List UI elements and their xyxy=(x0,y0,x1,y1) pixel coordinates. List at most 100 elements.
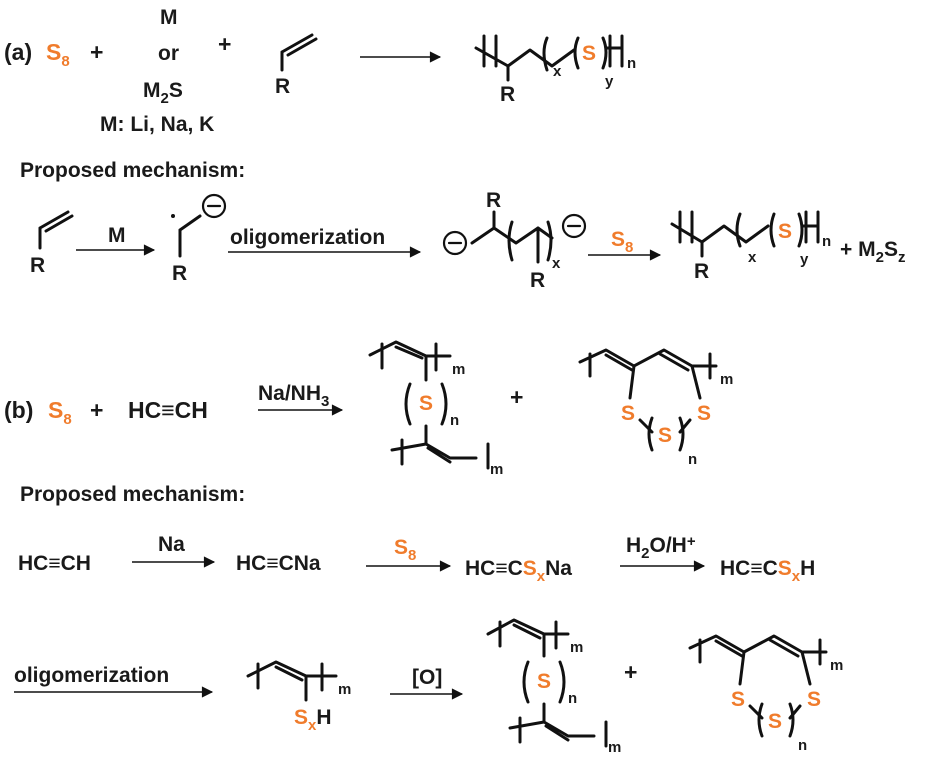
subscript-x: x xyxy=(552,255,561,272)
polysulfide-copolymer: R x S y n xyxy=(474,34,636,106)
anion-charge xyxy=(201,193,227,219)
metal-sulfide-label: M2S xyxy=(143,79,183,107)
reagent-label: Na/NH3 xyxy=(258,382,329,410)
radical-dot xyxy=(171,214,175,218)
paren-open xyxy=(757,702,764,738)
oligomer-chain xyxy=(470,226,554,245)
sulfur-bonds xyxy=(628,364,702,400)
lower-chain xyxy=(424,424,478,464)
plus-sign: + xyxy=(624,659,637,685)
brackets xyxy=(698,638,822,666)
or-label: or xyxy=(158,42,179,65)
paren-close xyxy=(440,382,448,426)
sulfide-intermediate: HC≡CSxNa xyxy=(465,557,572,585)
subscript-m: m xyxy=(720,371,733,388)
r-group: R xyxy=(275,75,290,98)
mechanism-title-b: Proposed mechanism: xyxy=(20,483,245,506)
part-b-reaction: (b) S8 + HC≡CH Na/NH3 m S n m + m S S xyxy=(4,340,733,478)
r-group: R xyxy=(486,189,501,212)
acetylene-label: HC≡CH xyxy=(128,397,208,423)
subscript-n: n xyxy=(798,737,807,754)
right-bracket xyxy=(800,210,820,244)
sulfur-reactant: S8 xyxy=(48,397,72,428)
paren-open xyxy=(507,220,514,262)
plus-sign: + xyxy=(218,31,231,57)
r-group: R xyxy=(30,254,45,277)
radical-anion xyxy=(178,214,202,258)
sulfur-reactant: S8 xyxy=(46,39,70,70)
paren-close xyxy=(788,702,795,738)
sulfur-atom: S xyxy=(768,710,782,733)
subscript-m: m xyxy=(608,739,621,756)
anion-charge xyxy=(442,230,468,256)
part-b-mechanism: HC≡CH Na HC≡CNa S8 HC≡CSxNa H2O/H+ HC≡CS… xyxy=(14,533,843,756)
paren-close xyxy=(678,416,685,452)
paren-close xyxy=(558,660,566,704)
oligomerization-label: oligomerization xyxy=(14,664,169,687)
sulfur-atom: S xyxy=(537,670,551,693)
thiol-group: SxH xyxy=(294,706,332,734)
paren-open xyxy=(404,382,412,426)
part-a-label: (a) xyxy=(4,39,32,65)
sulfur-atom: S xyxy=(621,402,635,425)
paren-close xyxy=(546,220,553,262)
subscript-m: m xyxy=(570,639,583,656)
paren-open xyxy=(769,212,776,248)
brackets xyxy=(498,620,558,658)
polymer-backbone xyxy=(474,46,576,68)
subscript-x: x xyxy=(553,63,562,80)
part-b-label: (b) xyxy=(4,397,33,423)
r-group: R xyxy=(500,83,515,106)
part-a-reaction: (a) S8 + M or M2S M: Li, Na, K + R R x S… xyxy=(4,6,636,136)
subscript-m: m xyxy=(338,681,351,698)
alkene-monomer xyxy=(38,210,74,250)
right-bracket xyxy=(604,34,624,68)
thiol-intermediate: HC≡CSxH xyxy=(720,557,815,585)
paren-open xyxy=(522,660,530,704)
subscript-x: x xyxy=(748,249,757,266)
sulfur-atom: S xyxy=(658,424,672,447)
paren-close xyxy=(601,36,608,70)
reagent-label: Na xyxy=(158,533,185,556)
alkene-monomer xyxy=(280,33,318,72)
subscript-m: m xyxy=(830,657,843,674)
subscript-y: y xyxy=(800,251,809,268)
anion-charge xyxy=(561,213,587,239)
sodium-acetylide-label: HC≡CNa xyxy=(236,552,321,575)
paren-open xyxy=(542,36,549,72)
brackets xyxy=(588,352,712,380)
part-a-mechanism: R M R oligomerization R x R S8 R x xyxy=(30,189,905,292)
conjugated-backbone xyxy=(578,348,718,372)
subscript-m: m xyxy=(452,361,465,378)
subscript-n: n xyxy=(688,451,697,468)
oxidant-label: [O] xyxy=(412,666,442,689)
plus-sign: + xyxy=(90,39,103,65)
lower-chain xyxy=(542,702,596,742)
sulfur-atom: S xyxy=(419,392,433,415)
metal-note: M: Li, Na, K xyxy=(100,113,214,136)
paren-close xyxy=(797,212,804,248)
r-group: R xyxy=(530,269,545,292)
r-group: R xyxy=(172,262,187,285)
mechanism-title-a: Proposed mechanism: xyxy=(20,159,245,182)
sulfur-bonds xyxy=(738,650,812,686)
subscript-n: n xyxy=(450,412,459,429)
sulfur-bridged-polyacetylene: m S n m xyxy=(368,340,503,478)
brackets xyxy=(256,662,324,692)
sulfur-atom: S xyxy=(807,688,821,711)
thiol-polyacetylene: m SxH xyxy=(246,660,351,734)
sulfur-reagent: S8 xyxy=(394,536,416,564)
side-chain-bond xyxy=(492,210,540,264)
cyclic-polysulfide-polyacetylene: m S S S n xyxy=(688,634,843,754)
subscript-m: m xyxy=(490,461,503,478)
reagent-label: M xyxy=(108,224,126,247)
brackets xyxy=(508,716,608,748)
subscript-y: y xyxy=(605,73,614,90)
plus-sign: + xyxy=(90,397,103,423)
polysulfide-copolymer: R x S y n xyxy=(670,210,831,283)
sulfur-atom: S xyxy=(697,402,711,425)
subscript-n: n xyxy=(568,690,577,707)
subscript-n: n xyxy=(627,55,636,72)
sulfur-atom: S xyxy=(582,42,596,65)
